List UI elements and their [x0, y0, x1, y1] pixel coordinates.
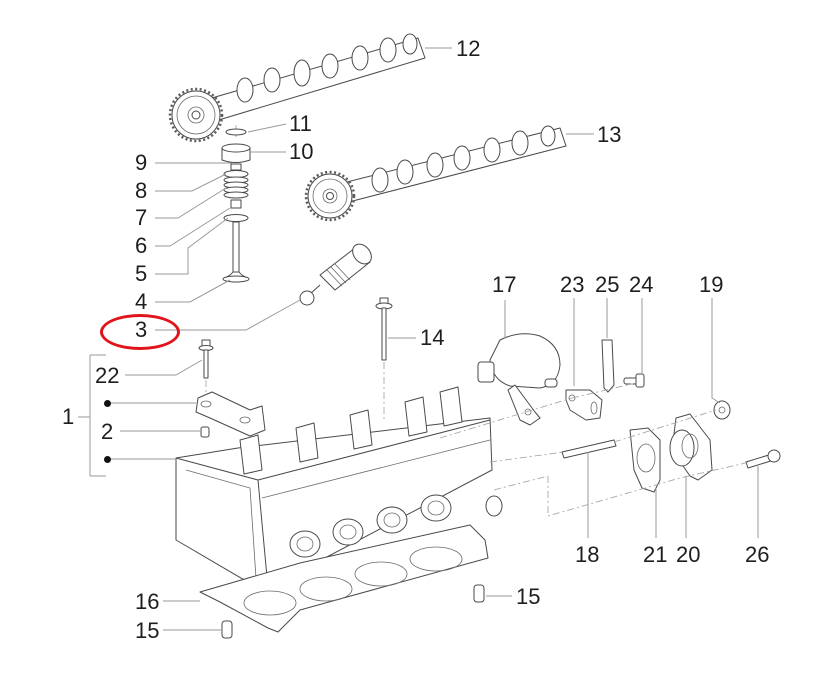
valve-train-stack[interactable] — [221, 125, 251, 283]
dowel-sleeve-left[interactable] — [221, 620, 233, 639]
actuator[interactable] — [477, 333, 561, 426]
callout-1[interactable]: 1 — [62, 404, 75, 429]
callout-25[interactable]: 25 — [595, 272, 620, 297]
callout-16[interactable]: 16 — [135, 589, 160, 614]
bushing[interactable] — [713, 400, 731, 420]
callout-23[interactable]: 23 — [560, 272, 585, 297]
callout-17[interactable]: 17 — [492, 272, 517, 297]
callout-21[interactable]: 21 — [643, 542, 668, 567]
screw[interactable] — [623, 373, 645, 388]
leader-lines — [78, 47, 759, 631]
callout-20[interactable]: 20 — [676, 542, 701, 567]
flange-gasket[interactable] — [629, 427, 661, 493]
head-gasket[interactable] — [199, 524, 489, 633]
callout-11[interactable]: 11 — [289, 111, 312, 136]
callout-24[interactable]: 24 — [629, 272, 654, 297]
callout-12[interactable]: 12 — [456, 36, 481, 61]
callout-26[interactable]: 26 — [745, 542, 770, 567]
head-bolt[interactable] — [375, 297, 393, 420]
callout-7[interactable]: 7 — [135, 205, 148, 230]
callout-19[interactable]: 19 — [699, 272, 724, 297]
callout-9[interactable]: 9 — [135, 150, 148, 175]
red-highlight-circle — [100, 314, 180, 350]
callout-13[interactable]: 13 — [597, 122, 622, 147]
dowel[interactable] — [200, 426, 210, 438]
clip[interactable] — [601, 339, 615, 393]
callout-4[interactable]: 4 — [135, 289, 148, 314]
stud[interactable] — [561, 439, 617, 459]
cam-bearing-cap[interactable] — [195, 391, 266, 437]
callout-15-right[interactable]: 15 — [516, 584, 541, 609]
hydraulic-lash-adjuster[interactable] — [299, 240, 375, 306]
assembly-axis-lines — [439, 381, 751, 517]
bullet-cam-cap — [104, 400, 111, 407]
flange-housing[interactable] — [669, 413, 713, 481]
callout-10[interactable]: 10 — [289, 139, 314, 164]
callout-5[interactable]: 5 — [135, 261, 148, 286]
bullet-cylinder-head — [104, 456, 111, 463]
callout-2[interactable]: 2 — [101, 419, 114, 444]
camshaft-lower[interactable] — [304, 125, 567, 222]
cam-cap-bolt[interactable] — [198, 339, 214, 396]
flange-bolt[interactable] — [745, 449, 781, 469]
callout-15-left[interactable]: 15 — [135, 618, 160, 643]
callout-22[interactable]: 22 — [95, 363, 120, 388]
callout-14[interactable]: 14 — [420, 325, 445, 350]
camshaft-upper[interactable] — [168, 33, 426, 143]
cylinder-head[interactable] — [175, 386, 503, 589]
dowel-sleeve-right[interactable] — [473, 584, 485, 603]
callout-6[interactable]: 6 — [135, 233, 148, 258]
callout-18[interactable]: 18 — [575, 542, 600, 567]
bracket[interactable] — [565, 389, 603, 421]
callout-8[interactable]: 8 — [135, 178, 148, 203]
